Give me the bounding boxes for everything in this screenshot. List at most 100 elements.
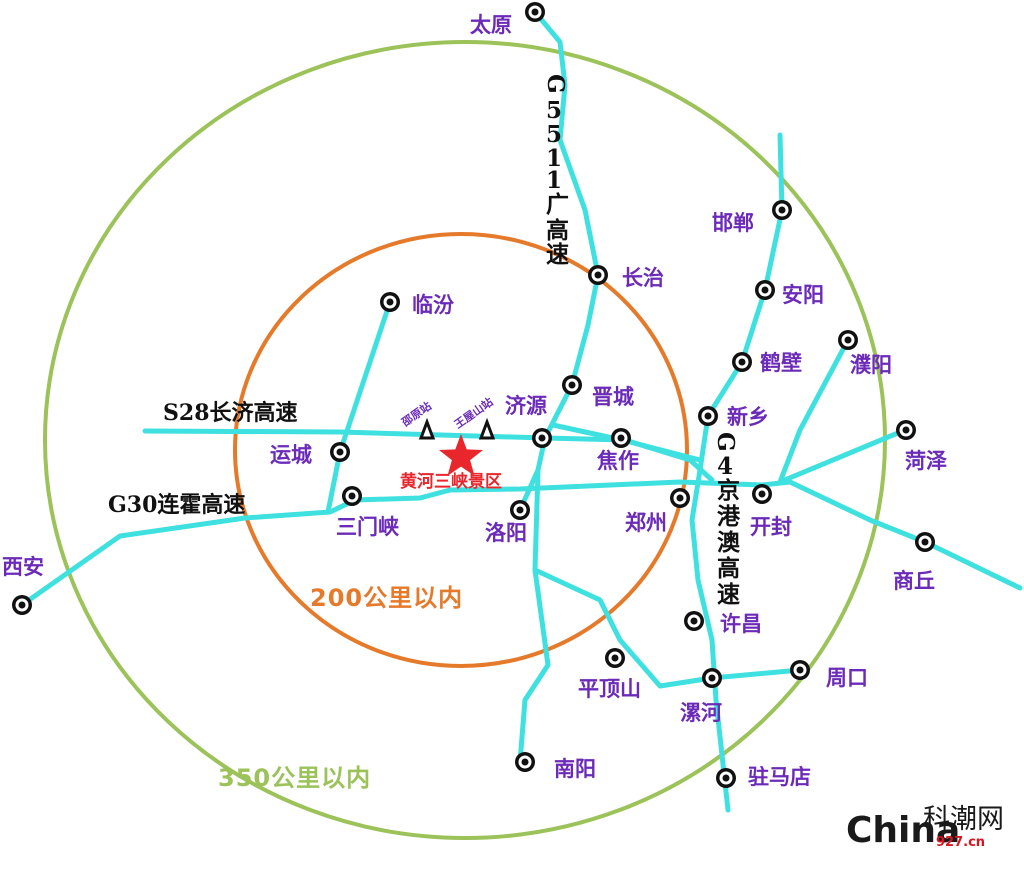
- highway-label-g4: G 4 京 港 澳 高 速: [712, 432, 741, 608]
- highway-label-g5511-char: 速: [546, 241, 569, 268]
- city-marker-dot: [844, 336, 852, 344]
- city-label-jiaozuo: 焦作: [596, 449, 639, 473]
- city-marker-xuchang: [684, 611, 704, 631]
- city-marker-zhumadian: [716, 768, 736, 788]
- city-marker-jincheng: [562, 375, 582, 395]
- city-markers: [12, 2, 935, 788]
- city-label-pingdingshan: 平顶山: [578, 677, 641, 701]
- scenic-label: 黄河三峡景区: [400, 471, 502, 492]
- city-marker-dot: [676, 494, 684, 502]
- city-marker-luoyang: [510, 500, 530, 520]
- city-marker-dot: [336, 448, 344, 456]
- highway-label-g4-char: 高: [717, 555, 740, 582]
- city-marker-dot: [708, 674, 716, 682]
- highway-label-g4-prefix: G: [712, 432, 739, 452]
- city-label-zhoukou: 周口: [826, 666, 868, 690]
- watermark-num: 927.cn: [936, 835, 985, 850]
- city-marker-dot: [568, 381, 576, 389]
- city-marker-taiyuan: [525, 2, 545, 22]
- city-label-kaifeng: 开封: [750, 515, 792, 539]
- city-marker-puyang: [838, 330, 858, 350]
- city-label-taiyuan: 太原: [470, 13, 512, 37]
- city-marker-linfen: [380, 292, 400, 312]
- city-marker-heze: [896, 420, 916, 440]
- city-marker-dot: [611, 654, 619, 662]
- station-wangwushan: 王屋山站: [451, 395, 496, 440]
- city-marker-dot: [531, 8, 539, 16]
- city-label-anyang: 安阳: [782, 283, 824, 307]
- highway-label-s28: S28长济高速: [163, 400, 298, 426]
- inner-ring-200km: [233, 232, 689, 668]
- highway-label-g5511-char: 广: [546, 191, 569, 218]
- highway-label-g4-char: 澳: [717, 529, 741, 556]
- city-label-jincheng: 晋城: [592, 385, 634, 409]
- city-marker-zhoukou: [790, 660, 810, 680]
- city-marker-luohe: [702, 668, 722, 688]
- watermark-logo: China 科潮网 927.cn: [846, 804, 1004, 851]
- city-label-puyang: 濮阳: [850, 353, 892, 377]
- city-label-zhumadian: 驻马店: [748, 765, 811, 789]
- highway-label-g4-char: 4: [717, 453, 733, 480]
- city-marker-dot: [521, 758, 529, 766]
- road-network: [19, 9, 1023, 813]
- city-label-shangqiu: 商丘: [893, 569, 935, 593]
- highway-label-g5511-char: 5: [546, 97, 562, 124]
- city-label-hebi: 鹤壁: [760, 351, 802, 375]
- city-label-xuchang: 许昌: [720, 612, 762, 636]
- outer-ring-label: 350公里以内: [218, 764, 371, 792]
- city-marker-kaifeng: [752, 484, 772, 504]
- road-g4: [689, 132, 785, 813]
- city-label-yuncheng: 运城: [270, 443, 312, 467]
- highway-label-g5511-prefix: G: [542, 74, 569, 94]
- outer-ring-350km: [43, 40, 887, 840]
- city-marker-shangqiu: [915, 532, 935, 552]
- highway-label-g5511-char: 1: [546, 145, 562, 172]
- city-label-xian: 西安: [2, 555, 44, 579]
- city-label-handan: 邯郸: [712, 211, 754, 235]
- city-label-xinxiang: 新乡: [727, 405, 769, 429]
- city-marker-dot: [722, 774, 730, 782]
- road-luoyang-nanyang: [517, 467, 551, 765]
- city-label-nanyang: 南阳: [554, 757, 596, 781]
- highway-label-g5511: G 5 5 1 1 广 高 速: [542, 74, 569, 268]
- city-marker-dot: [348, 492, 356, 500]
- city-marker-dot: [516, 506, 524, 514]
- highway-label-g30: G30连霍高速: [108, 492, 245, 518]
- road-to-puyang: [777, 337, 851, 485]
- highway-label-g5511-char: 5: [546, 121, 562, 148]
- city-marker-dot: [778, 206, 786, 214]
- city-marker-xinxiang: [698, 406, 718, 426]
- city-marker-yuncheng: [330, 442, 350, 462]
- city-marker-dot: [18, 601, 26, 609]
- city-label-sanmenxia: 三门峡: [336, 515, 399, 539]
- city-marker-dot: [902, 426, 910, 434]
- station-triangle-icon: [418, 417, 436, 440]
- city-labels: 太原 长治 临汾 晋城 济源 运城 焦作 三门峡 洛阳 郑州 邯郸 安阳 鹤壁 …: [2, 13, 947, 789]
- station-triangle-icon: [478, 417, 496, 440]
- city-marker-dot: [761, 286, 769, 294]
- road-to-shangqiu: [787, 479, 1023, 591]
- highway-label-g4-char: 港: [717, 503, 741, 530]
- city-marker-anyang: [755, 280, 775, 300]
- highway-label-g5511-char: 1: [546, 167, 562, 194]
- city-marker-dot: [594, 271, 602, 279]
- city-label-luoyang: 洛阳: [485, 521, 527, 545]
- city-marker-dot: [386, 298, 394, 306]
- city-marker-zhengzhou: [670, 488, 690, 508]
- watermark-latin: China: [846, 810, 960, 851]
- road-luohe-zhoukou: [709, 667, 803, 681]
- city-marker-xian: [12, 595, 32, 615]
- city-marker-sanmenxia: [342, 486, 362, 506]
- road-s28: [142, 428, 715, 483]
- city-label-changzhi: 长治: [622, 266, 664, 290]
- city-marker-dot: [758, 490, 766, 498]
- scenic-spot: 黄河三峡景区: [400, 434, 502, 492]
- city-label-jiyuan: 济源: [505, 394, 547, 418]
- highway-label-g4-char: 京: [717, 477, 740, 504]
- city-label-linfen: 临汾: [412, 293, 454, 317]
- road-g30: [19, 479, 793, 608]
- city-marker-dot: [796, 666, 804, 674]
- watermark-cn: 科潮网: [923, 804, 1004, 835]
- city-marker-nanyang: [515, 752, 535, 772]
- city-marker-dot: [921, 538, 929, 546]
